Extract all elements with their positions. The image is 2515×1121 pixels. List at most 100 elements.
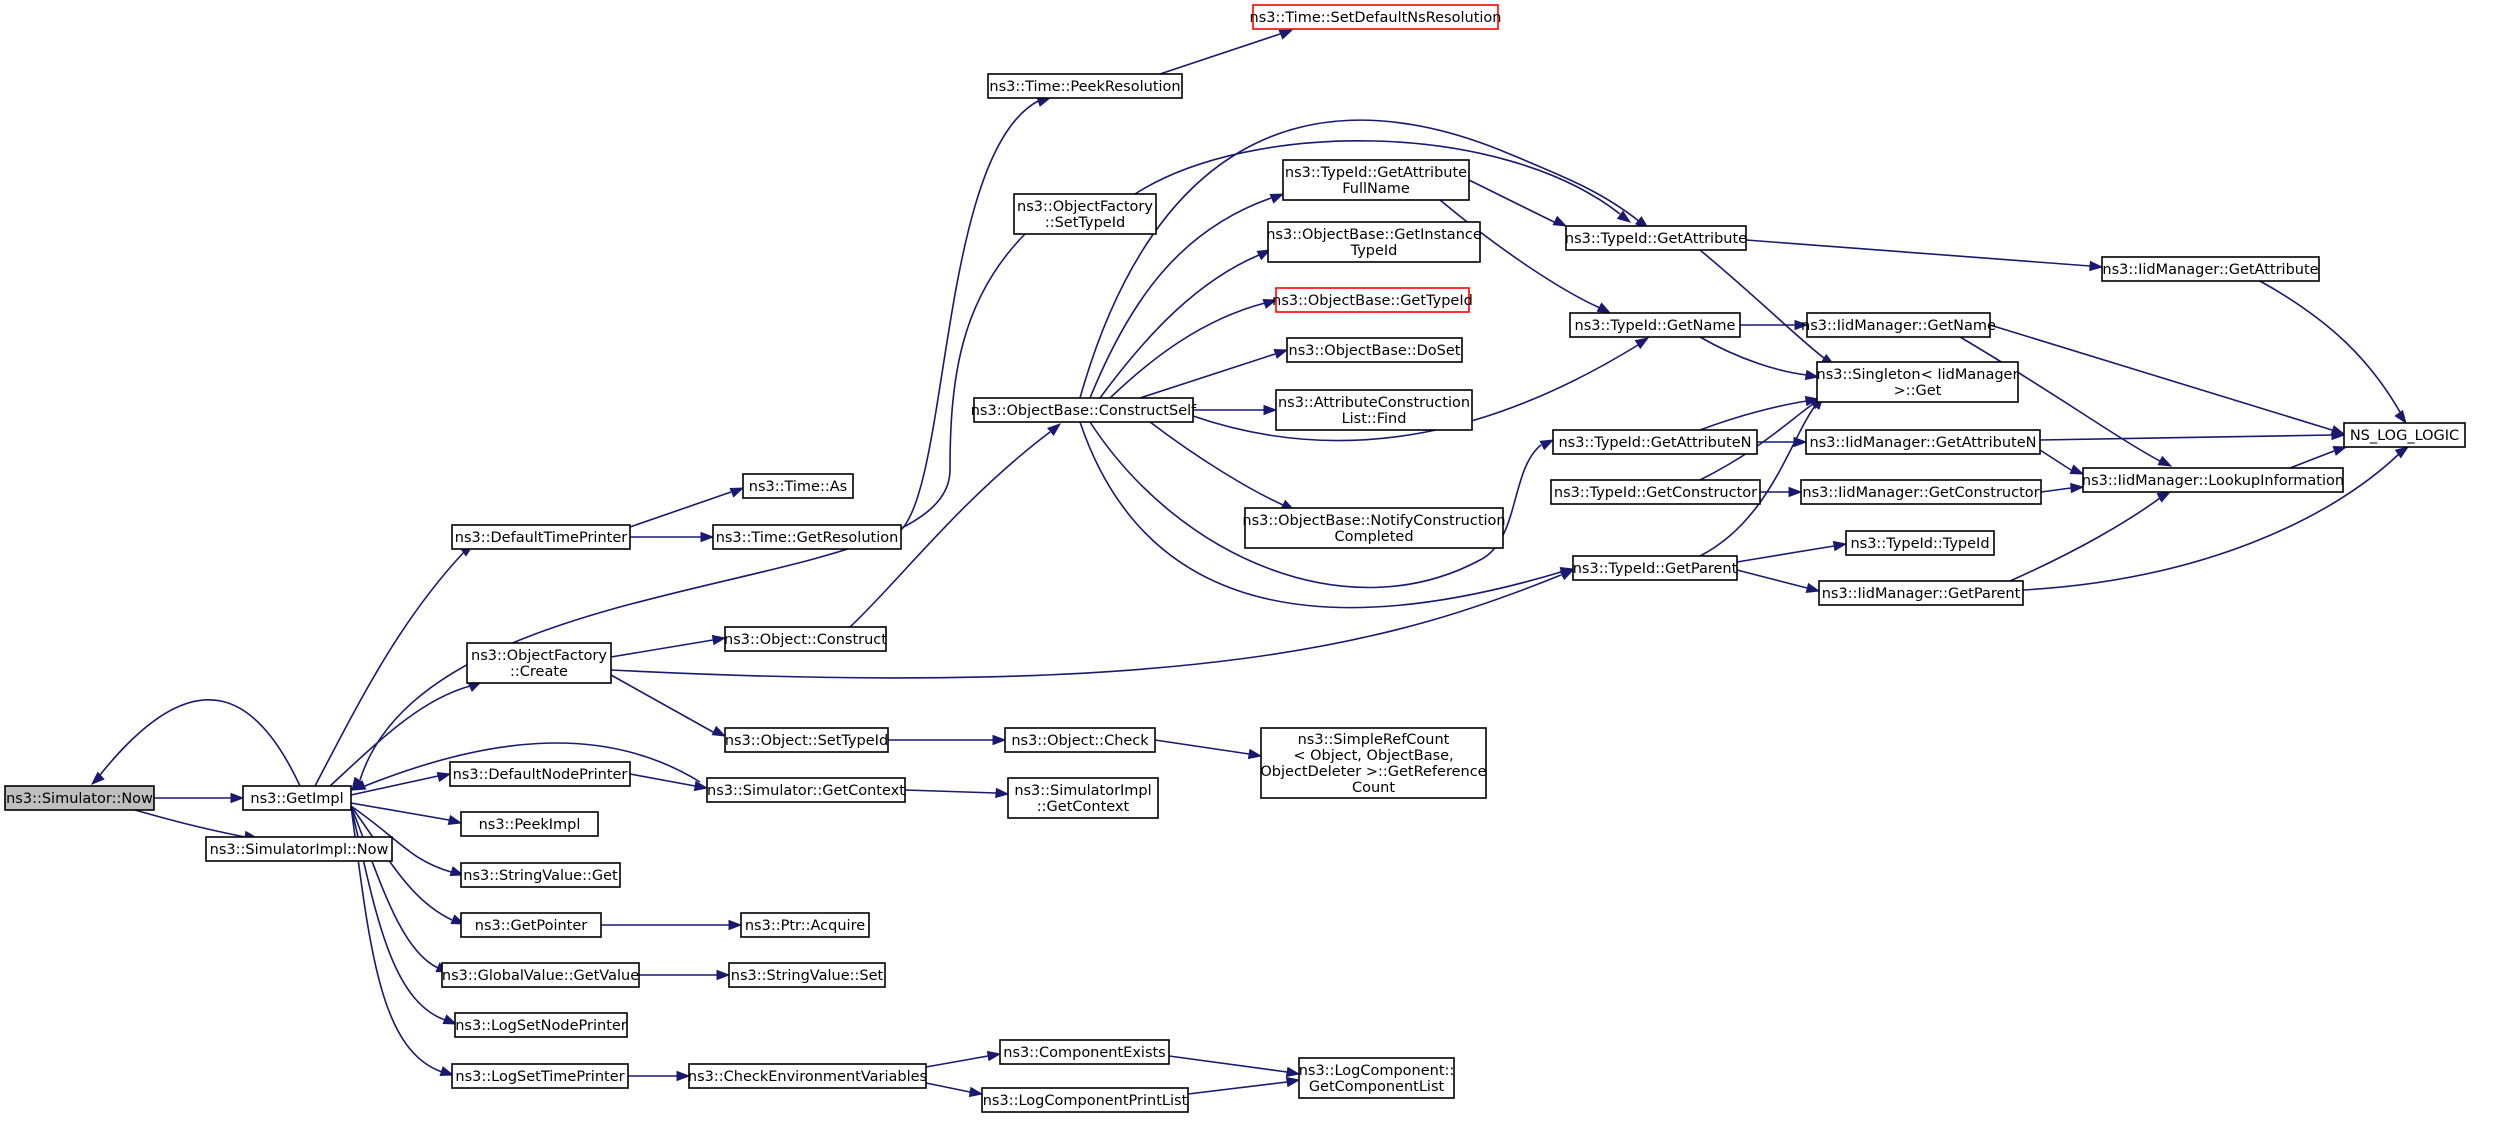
function-node-box[interactable]	[1004, 727, 1156, 753]
function-node-box[interactable]	[1805, 429, 2041, 455]
function-node-box[interactable]	[712, 524, 902, 550]
function-node-n26[interactable]: ns3::SimulatorImpl::GetContext	[1007, 777, 1159, 819]
function-node-n8[interactable]: ns3::StringValue::Get	[460, 862, 621, 888]
function-node-box[interactable]	[2101, 256, 2320, 282]
function-node-box[interactable]	[999, 1039, 1170, 1065]
function-node-n37[interactable]: ns3::TypeId::GetAttribute	[1565, 225, 1747, 251]
function-node-n5[interactable]: ns3::ObjectFactory::Create	[466, 642, 612, 684]
function-node-box[interactable]	[2343, 422, 2466, 448]
function-node-box[interactable]	[1275, 287, 1470, 313]
function-node-box[interactable]	[242, 785, 352, 811]
function-node-n2[interactable]: ns3::GetImpl	[242, 785, 352, 811]
function-node-box[interactable]	[706, 777, 906, 803]
function-node-box[interactable]	[1800, 479, 2042, 505]
function-node-box[interactable]	[441, 962, 640, 988]
function-node-n20[interactable]: ns3::CheckEnvironmentVariables	[688, 1063, 927, 1089]
function-node-box[interactable]	[1816, 361, 2019, 403]
function-node-n17[interactable]: ns3::Simulator::GetContext	[706, 777, 906, 803]
function-node-box[interactable]	[4, 785, 155, 811]
function-node-box[interactable]	[451, 1063, 629, 1089]
function-node-n45[interactable]: ns3::IidManager::GetAttributeN	[1805, 429, 2041, 455]
function-node-n48[interactable]: ns3::IidManager::GetParent	[1818, 580, 2024, 606]
function-node-n47[interactable]: ns3::TypeId::TypeId	[1845, 530, 1995, 556]
function-node-n18[interactable]: ns3::Ptr::Acquire	[740, 912, 870, 938]
function-node-n27[interactable]: ns3::ComponentExists	[999, 1039, 1170, 1065]
function-node-n21[interactable]: ns3::Time::SetDefaultNsResolution	[1250, 4, 1502, 30]
function-node-box[interactable]	[740, 912, 870, 938]
function-node-n22[interactable]: ns3::Time::PeekResolution	[987, 73, 1183, 99]
function-node-box[interactable]	[1013, 193, 1157, 235]
function-node-box[interactable]	[742, 473, 854, 499]
function-node-n46[interactable]: ns3::IidManager::GetConstructor	[1800, 479, 2042, 505]
function-node-box[interactable]	[1818, 580, 2024, 606]
function-node-box[interactable]	[688, 1063, 927, 1089]
function-node-box[interactable]	[981, 1087, 1189, 1113]
function-node-n6[interactable]: ns3::DefaultNodePrinter	[449, 761, 631, 787]
function-node-n16[interactable]: ns3::Object::SetTypeId	[724, 727, 889, 753]
function-node-box[interactable]	[2082, 467, 2344, 493]
function-node-box[interactable]	[1569, 312, 1741, 338]
function-node-box[interactable]	[449, 761, 631, 787]
function-node-n25[interactable]: ns3::Object::Check	[1004, 727, 1156, 753]
function-node-n24[interactable]: ns3::ObjectBase::ConstructSelf	[971, 397, 1197, 423]
function-node-n39[interactable]: ns3::TypeId::GetAttributeN	[1552, 429, 1758, 455]
function-node-box[interactable]	[466, 642, 612, 684]
function-node-box[interactable]	[451, 524, 631, 550]
function-node-box[interactable]	[460, 912, 602, 938]
function-node-box[interactable]	[1282, 159, 1470, 201]
function-node-box[interactable]	[1286, 337, 1463, 363]
function-node-n35[interactable]: ns3::SimpleRefCount< Object, ObjectBase,…	[1260, 727, 1487, 799]
function-node-n4[interactable]: ns3::DefaultTimePrinter	[451, 524, 631, 550]
function-node-n32[interactable]: ns3::ObjectBase::DoSet	[1286, 337, 1463, 363]
function-node-box[interactable]	[1806, 312, 1991, 338]
function-node-box[interactable]	[1572, 555, 1738, 581]
function-node-box[interactable]	[1275, 389, 1473, 431]
function-node-n9[interactable]: ns3::GetPointer	[460, 912, 602, 938]
function-node-n15[interactable]: ns3::Object::Construct	[724, 626, 887, 652]
function-node-box[interactable]	[724, 626, 887, 652]
function-node-n1[interactable]: ns3::Simulator::Now	[4, 785, 155, 811]
function-node-n12[interactable]: ns3::LogSetTimePrinter	[451, 1063, 629, 1089]
function-node-n41[interactable]: ns3::TypeId::GetParent	[1572, 555, 1738, 581]
function-node-n44[interactable]: ns3::Singleton< IidManager>::Get	[1816, 361, 2019, 403]
function-node-n10[interactable]: ns3::GlobalValue::GetValue	[441, 962, 640, 988]
function-node-box[interactable]	[724, 727, 889, 753]
function-node-n49[interactable]: ns3::IidManager::LookupInformation	[2082, 467, 2344, 493]
function-node-box[interactable]	[454, 1012, 628, 1038]
function-node-n34[interactable]: ns3::ObjectBase::NotifyConstructionCompl…	[1242, 507, 1506, 549]
function-node-n42[interactable]: ns3::IidManager::GetAttribute	[2101, 256, 2320, 282]
function-node-n31[interactable]: ns3::ObjectBase::GetTypeId	[1272, 287, 1473, 313]
function-node-box[interactable]	[1267, 221, 1481, 263]
function-node-box[interactable]	[460, 811, 599, 837]
function-node-n7[interactable]: ns3::PeekImpl	[460, 811, 599, 837]
function-node-n11[interactable]: ns3::LogSetNodePrinter	[454, 1012, 628, 1038]
function-node-n50[interactable]: NS_LOG_LOGIC	[2343, 422, 2466, 448]
function-node-box[interactable]	[1845, 530, 1995, 556]
function-node-n43[interactable]: ns3::IidManager::GetName	[1801, 312, 1996, 338]
function-node-n3[interactable]: ns3::SimulatorImpl::Now	[205, 836, 393, 862]
function-node-box[interactable]	[1252, 4, 1499, 30]
function-node-n38[interactable]: ns3::TypeId::GetName	[1569, 312, 1741, 338]
function-node-box[interactable]	[205, 836, 393, 862]
function-node-n13[interactable]: ns3::Time::As	[742, 473, 854, 499]
function-node-box[interactable]	[728, 962, 886, 988]
function-node-box[interactable]	[1298, 1057, 1455, 1099]
function-node-box[interactable]	[1260, 727, 1487, 799]
function-node-box[interactable]	[1550, 479, 1761, 505]
function-node-box[interactable]	[1007, 777, 1159, 819]
function-node-box[interactable]	[987, 73, 1183, 99]
function-node-box[interactable]	[1244, 507, 1504, 549]
function-node-n14[interactable]: ns3::Time::GetResolution	[712, 524, 902, 550]
function-node-n28[interactable]: ns3::LogComponentPrintList	[981, 1087, 1189, 1113]
function-node-box[interactable]	[460, 862, 621, 888]
function-node-box[interactable]	[1565, 225, 1747, 251]
function-node-box[interactable]	[973, 397, 1194, 423]
function-node-n19[interactable]: ns3::StringValue::Set	[728, 962, 886, 988]
function-node-n40[interactable]: ns3::TypeId::GetConstructor	[1550, 479, 1761, 505]
function-node-n23[interactable]: ns3::ObjectFactory::SetTypeId	[1013, 193, 1157, 235]
function-node-box[interactable]	[1552, 429, 1758, 455]
function-node-n36[interactable]: ns3::LogComponent::GetComponentList	[1298, 1057, 1455, 1099]
